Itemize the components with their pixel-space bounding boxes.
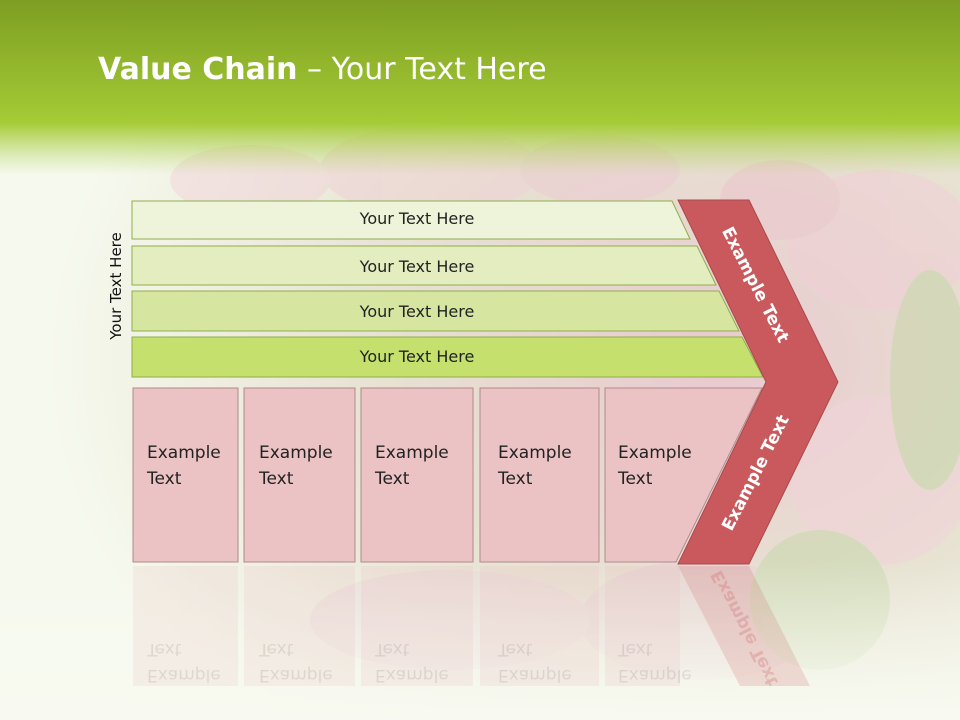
title-bold: Value Chain	[98, 52, 298, 87]
support-row-1-shape	[131, 200, 691, 240]
primary-box-5-label: Example Text	[618, 443, 692, 489]
support-row-3-shape	[131, 290, 740, 332]
primary-box-5-shape	[604, 387, 763, 563]
primary-box-2-reflection: Example Text	[259, 639, 333, 685]
support-row-3-label: Your Text Here	[359, 302, 475, 321]
primary-box-4-label: Example Text	[498, 443, 572, 489]
primary-box-2-label: Example Text	[259, 443, 333, 489]
primary-box-5-reflection: Example Text	[618, 639, 692, 685]
support-row-4-shape	[131, 336, 764, 378]
margin-chevron-shape	[677, 199, 839, 565]
primary-box-3-label: Example Text	[375, 443, 449, 489]
title-rest: – Your Text Here	[297, 52, 547, 87]
header-band	[0, 0, 960, 175]
primary-box-1-shape	[132, 387, 239, 563]
page-title: Value Chain – Your Text Here	[98, 52, 547, 87]
support-row-1-label: Your Text Here	[359, 209, 475, 228]
primary-box-3-shape	[360, 387, 474, 563]
primary-box-3-reflection: Example Text	[375, 639, 449, 685]
support-row-2-label: Your Text Here	[359, 257, 475, 276]
primary-box-2-shape	[243, 387, 356, 563]
primary-box-1-label: Example Text	[147, 443, 221, 489]
reflection-shapes	[133, 566, 810, 686]
support-row-2-shape	[131, 245, 717, 286]
primary-box-4-shape	[479, 387, 600, 563]
primary-box-1-reflection: Example Text	[147, 639, 221, 685]
support-row-4-label: Your Text Here	[359, 347, 475, 366]
primary-box-4-reflection: Example Text	[498, 639, 572, 685]
